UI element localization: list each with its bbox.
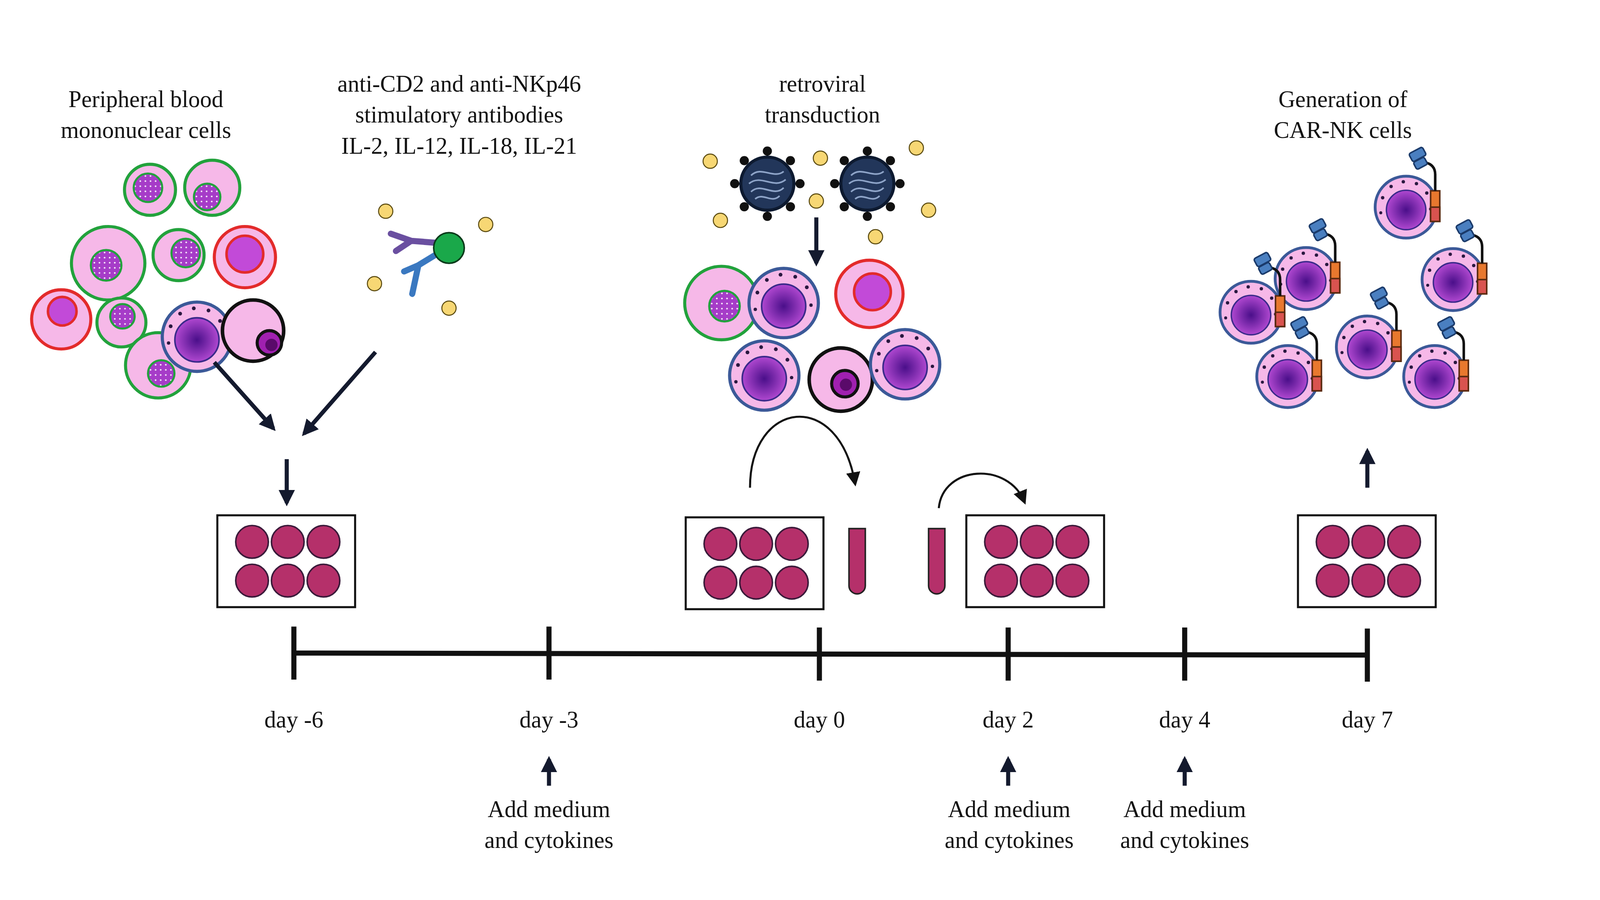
note-label: Add medium and cytokines: [1109, 793, 1260, 856]
six-well-plate: [685, 517, 824, 610]
car-nk-cell: [1375, 146, 1440, 238]
car-nk-cell: [1403, 316, 1469, 408]
antibody-cytokine: [367, 204, 493, 316]
day-label: day 4: [1122, 704, 1248, 735]
day-label: day 7: [1305, 704, 1430, 735]
green-cell: [124, 164, 176, 215]
heading-label: IL-2, IL-12, IL-18, IL-21: [313, 130, 605, 162]
tube: [928, 528, 945, 595]
six-well-plate: [966, 515, 1105, 608]
tube: [849, 528, 866, 595]
car-nk-cell: [1220, 251, 1285, 343]
green-cell: [71, 226, 145, 300]
green-cell: [184, 160, 240, 215]
car-nk-cell: [1256, 316, 1322, 408]
red-cell: [835, 260, 904, 328]
nk-cell: [870, 329, 940, 399]
timeline: [293, 626, 1368, 682]
note-label: Add medium and cytokines: [474, 793, 625, 856]
medium-arrows: [549, 759, 1185, 786]
heading-label: anti-CD2 and anti-NKp46 stimulatory anti…: [305, 68, 614, 130]
heading-label: Generation of CAR-NK cells: [1251, 83, 1435, 146]
transfer-arrow: [750, 416, 855, 488]
anti-cd2-antibody: [390, 233, 437, 252]
car-nk-cell: [1336, 286, 1401, 378]
green-cell: [152, 229, 204, 281]
nk-cell: [749, 268, 819, 338]
nk-cell: [162, 302, 232, 372]
pbmc-cluster: [31, 160, 284, 398]
cytokines: [702, 140, 936, 244]
heading-label: retroviral transduction: [735, 68, 910, 130]
six-well-plate: [1297, 515, 1436, 608]
day-label: day 0: [757, 704, 883, 735]
black-cell: [222, 300, 284, 362]
day-label: day -3: [486, 704, 612, 735]
flow-arrows: [214, 217, 1368, 504]
red-cell: [214, 226, 276, 288]
retrovirus: [730, 146, 805, 221]
target-bead: [433, 232, 465, 263]
note-label: Add medium and cytokines: [934, 793, 1085, 856]
virus-group: [702, 140, 936, 244]
day-label: day -6: [231, 704, 357, 735]
transduction-cluster: [684, 260, 940, 411]
transfer-arrow: [938, 473, 1025, 509]
nk-cell: [729, 340, 799, 410]
black-cell: [809, 347, 873, 412]
six-well-plate: [217, 515, 356, 608]
cytokines: [367, 204, 493, 316]
red-cell: [31, 290, 91, 350]
anti-nkp46-antibody: [404, 254, 437, 295]
green-cell: [684, 266, 758, 340]
heading-label: Peripheral blood mononuclear cells: [45, 83, 246, 146]
day-label: day 2: [945, 704, 1071, 735]
retrovirus: [830, 146, 905, 221]
car-nk-cell: [1422, 219, 1487, 311]
car-nk-cluster: [1220, 146, 1487, 408]
